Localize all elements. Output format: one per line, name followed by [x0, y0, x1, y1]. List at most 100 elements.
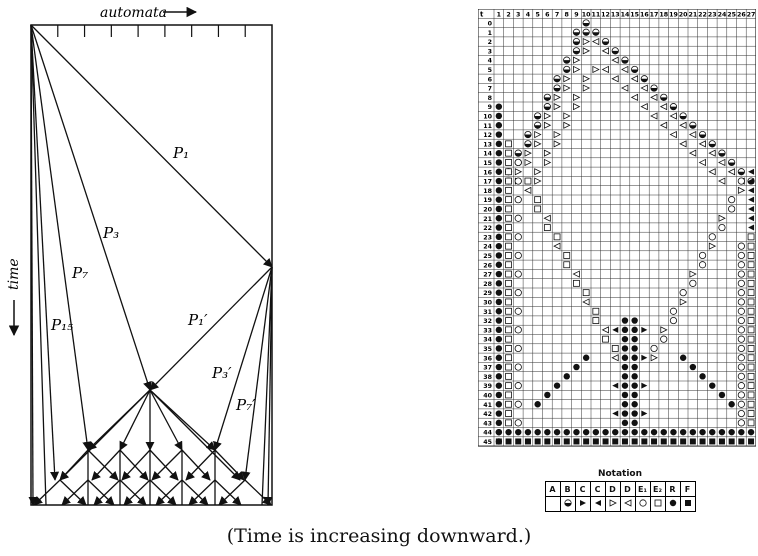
grid-state-symbol [505, 196, 512, 204]
notation-state-label: C [574, 481, 591, 497]
grid-state-symbol [747, 252, 755, 259]
signal-path [61, 479, 89, 506]
grid-column-label: 3 [516, 12, 520, 19]
grid-state-symbol [621, 345, 629, 352]
grid-state-symbol [708, 140, 716, 148]
grid-state-symbol [718, 391, 726, 399]
grid-state-symbol [679, 140, 687, 148]
grid-state-symbol [737, 177, 745, 185]
grid-state-symbol [514, 177, 522, 185]
signal-path [121, 449, 151, 481]
grid-state-symbol [495, 103, 503, 110]
grid-state-symbol [514, 382, 522, 390]
signal-path [151, 449, 183, 481]
grid-row-label: 1 [488, 30, 492, 37]
grid-state-symbol [534, 428, 541, 436]
grid-state-symbol [514, 400, 522, 408]
signal-path [214, 479, 242, 506]
grid-state-symbol [495, 298, 503, 306]
notation-state-label: E₂ [649, 481, 666, 497]
grid-state-symbol [631, 345, 638, 352]
tri-left-open-icon [623, 499, 631, 507]
grid-state-symbol [514, 214, 522, 222]
grid-state-symbol [621, 84, 629, 92]
grid-state-symbol [679, 289, 687, 297]
grid-state-symbol [718, 214, 726, 222]
notation-symbol-tri-right-filled [574, 496, 591, 512]
path-label: P₁ [172, 144, 189, 162]
grid-row-label: 36 [483, 355, 492, 362]
grid-column-label: 13 [611, 12, 620, 19]
grid-state-symbol [515, 438, 522, 445]
grid-state-symbol [505, 252, 512, 259]
grid-state-symbol [698, 140, 706, 148]
grid-state-symbol [611, 354, 619, 362]
grid-state-symbol [544, 428, 551, 436]
grid-state-symbol [612, 326, 619, 333]
grid-state-symbol [650, 84, 658, 92]
signal-path [30, 24, 60, 481]
grid-state-symbol [602, 428, 609, 436]
grid-column-label: 12 [601, 12, 610, 19]
grid-state-symbol [747, 363, 755, 371]
grid-state-symbol [563, 112, 571, 120]
grid-state-symbol [621, 335, 629, 343]
grid-state-symbol [514, 419, 522, 427]
square-open-icon [654, 499, 661, 507]
grid-state-symbol [495, 177, 503, 185]
grid-row-label: 40 [483, 393, 492, 400]
grid-state-symbol [505, 354, 512, 362]
grid-state-symbol [553, 242, 561, 250]
grid-state-symbol [641, 428, 648, 436]
grid-state-symbol [728, 401, 735, 408]
grid-row-label: 17 [483, 179, 492, 186]
notation-state-label: C [589, 481, 606, 497]
grid-state-symbol [669, 316, 678, 325]
grid-row-label: 0 [488, 21, 493, 28]
grid-state-symbol [689, 121, 697, 129]
grid-state-symbol [747, 317, 755, 324]
grid-row-label: 22 [483, 225, 492, 232]
grid-state-symbol [582, 354, 590, 361]
grid-state-symbol [631, 335, 638, 343]
grid-state-symbol [612, 428, 619, 436]
grid-column-label: 26 [737, 12, 746, 19]
grid-state-symbol [505, 335, 512, 343]
grid-state-symbol [669, 103, 678, 111]
grid-state-symbol [747, 289, 755, 297]
grid-state-symbol [621, 419, 629, 427]
signal-path [213, 266, 273, 451]
notation-symbol-half-circle [559, 496, 576, 512]
grid-state-symbol [563, 261, 571, 269]
grid-state-symbol [747, 410, 755, 417]
grid-state-symbol [708, 242, 717, 250]
signal-path [241, 266, 273, 481]
grid-state-symbol [563, 373, 570, 380]
grid-row-label: 34 [483, 337, 492, 344]
grid-state-symbol [495, 280, 503, 287]
grid-state-symbol [737, 316, 745, 325]
grid-state-symbol [748, 196, 755, 203]
grid-state-symbol [679, 428, 687, 436]
grid-state-symbol [621, 391, 629, 399]
grid-state-symbol [495, 335, 503, 343]
grid-state-symbol [592, 28, 600, 36]
notation-title: Notation [597, 469, 643, 479]
grid-state-symbol [524, 177, 532, 185]
grid-state-symbol [573, 103, 581, 111]
grid-state-symbol [698, 158, 706, 167]
grid-state-symbol [718, 149, 726, 157]
grid-state-symbol [495, 224, 503, 231]
grid-state-symbol [553, 428, 561, 436]
grid-row-label: 24 [483, 244, 492, 251]
grid-state-symbol [640, 103, 648, 111]
grid-state-symbol [631, 428, 638, 436]
grid-state-symbol [709, 438, 716, 445]
grid-state-symbol [505, 307, 512, 315]
grid-state-symbol [737, 270, 745, 278]
grid-state-symbol [611, 47, 619, 55]
grid-row-label: 18 [483, 188, 492, 195]
grid-state-symbol [737, 326, 745, 334]
grid-row-label: 3 [488, 48, 492, 55]
